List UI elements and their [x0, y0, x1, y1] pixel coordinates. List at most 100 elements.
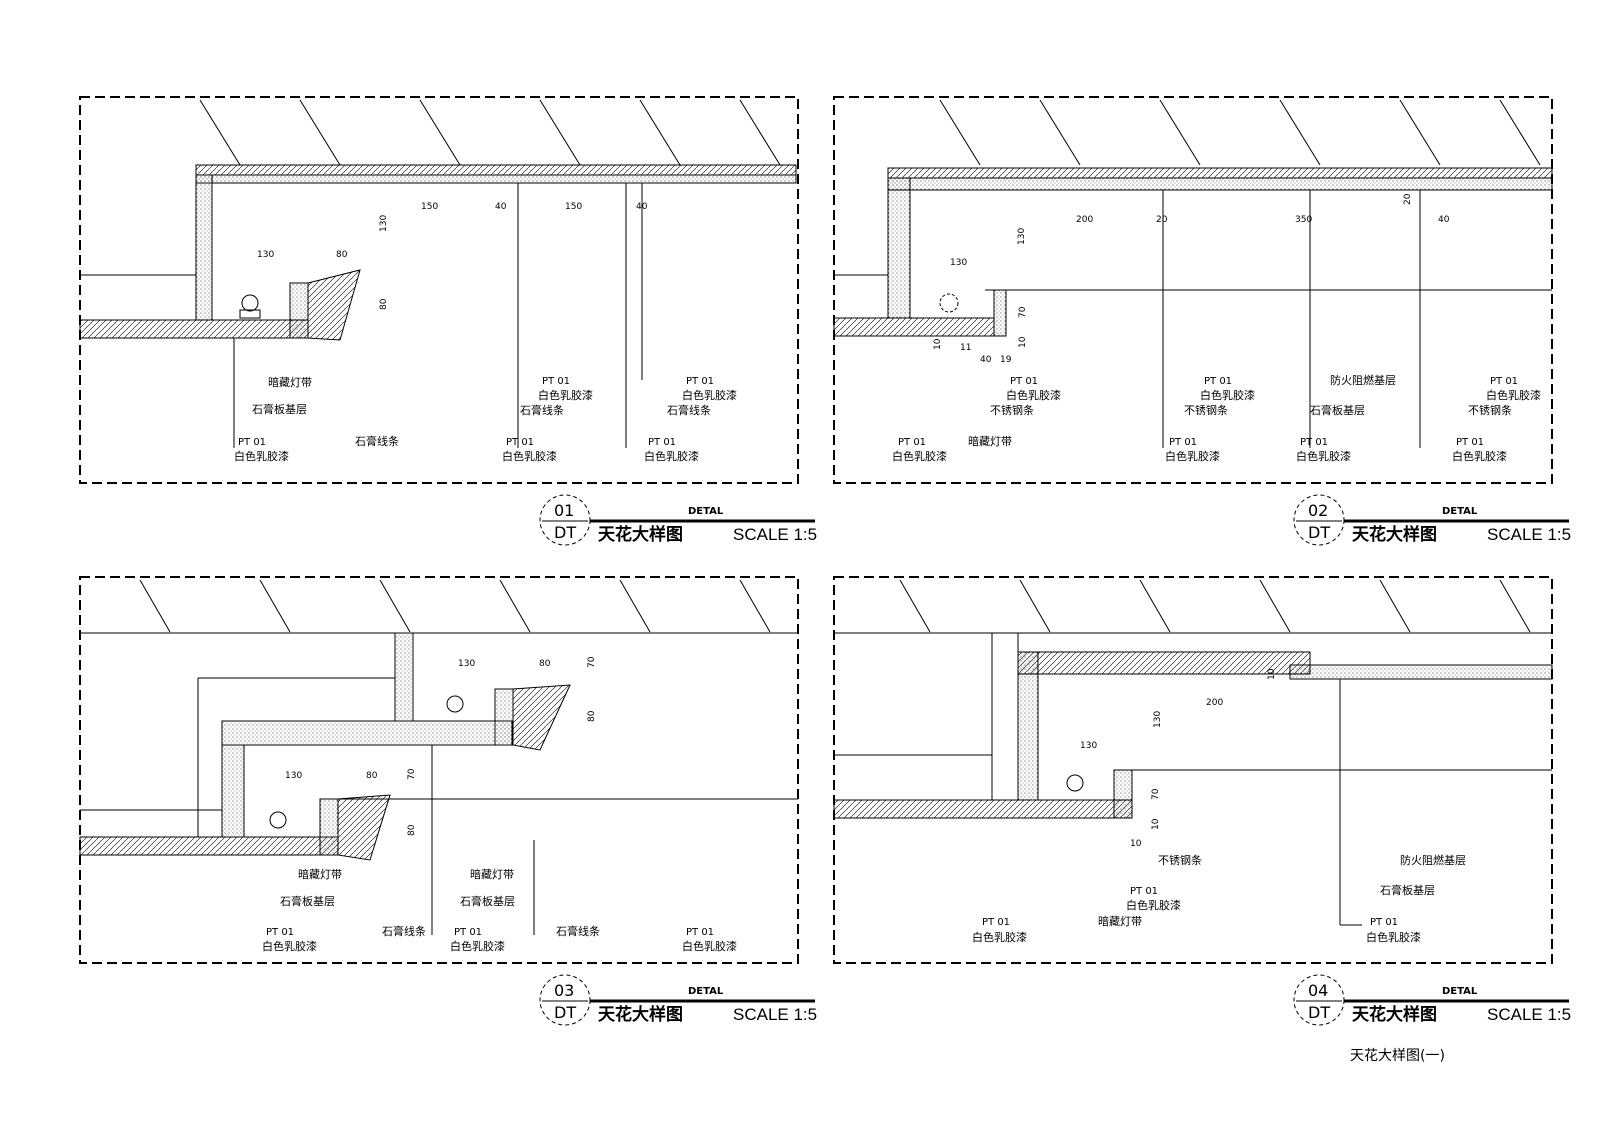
panel-03-lower-cornice — [319, 798, 339, 856]
note-text: 石膏板基层 — [460, 894, 515, 908]
panel-03-slab-hatch — [139, 579, 771, 633]
detail-number: 03 — [554, 981, 574, 1000]
dim: 200 — [1206, 698, 1223, 708]
note-text: 石膏线条 — [520, 403, 564, 417]
note-text: 暗藏灯带 — [298, 867, 342, 881]
panel-03-title-block: 03 DT DETAL 天花大样图 SCALE 1:5 — [539, 974, 817, 1026]
panel-03-upper-moulding — [512, 684, 571, 751]
dim: 40 — [980, 355, 992, 365]
note-text: 防火阻燃基层 — [1330, 373, 1396, 387]
dim: 10 — [1151, 818, 1161, 830]
note-text: 白色乳胶漆 — [892, 449, 947, 463]
panel-04-ceiling-board — [1289, 664, 1553, 680]
sheet-code: DT — [1308, 1003, 1330, 1022]
material-tag: PT 01 — [1300, 437, 1328, 448]
dim: 70 — [587, 656, 597, 668]
dim: 80 — [587, 710, 597, 722]
dim: 20 — [1403, 193, 1413, 205]
material-tag: PT 01 — [542, 376, 570, 387]
sheet-caption: 天花大样图(一) — [1350, 1048, 1445, 1064]
dim: 10 — [1018, 336, 1028, 348]
note-text: 暗藏灯带 — [1098, 914, 1142, 928]
panel-02-upstand — [993, 289, 1007, 337]
note-text: 白色乳胶漆 — [972, 930, 1027, 944]
drawing-title: 天花大样图 — [598, 524, 683, 545]
note-text: 白色乳胶漆 — [1165, 449, 1220, 463]
dim: 70 — [1151, 788, 1161, 800]
detail-number: 02 — [1308, 501, 1328, 520]
panel-04: 200 130 130 70 10 10 10 PT 01 白色乳胶漆 暗藏灯带… — [833, 576, 1571, 1064]
panel-02: 200 20 350 20 40 130 130 70 10 10 11 40 … — [833, 96, 1571, 546]
panel-02-title-block: 02 DT DETAL 天花大样图 SCALE 1:5 — [1293, 494, 1571, 546]
dim: 80 — [407, 824, 417, 836]
material-tag: PT 01 — [1456, 437, 1484, 448]
panel-03-lower-ceiling — [79, 836, 339, 856]
panel-01-light-fixture — [241, 294, 259, 312]
dim: 130 — [285, 771, 302, 781]
scale-label: SCALE 1:5 — [733, 525, 817, 544]
dim: 350 — [1295, 215, 1312, 225]
note-text: 石膏板基层 — [1310, 403, 1365, 417]
note-text: 白色乳胶漆 — [1126, 898, 1181, 912]
panel-01-ceiling-board — [195, 174, 797, 184]
scale-label: SCALE 1:5 — [1487, 1005, 1571, 1024]
dim: 80 — [379, 298, 389, 310]
sheet-code: DT — [554, 523, 576, 542]
note-text: 白色乳胶漆 — [234, 449, 289, 463]
panel-01-cornice — [289, 282, 309, 339]
note-text: 白色乳胶漆 — [538, 388, 593, 402]
panel-04-drop-wall — [1017, 651, 1039, 801]
note-text: 石膏板基层 — [1380, 883, 1435, 897]
panel-01-plaster-moulding — [307, 269, 361, 341]
panel-04-column — [991, 632, 1019, 801]
panel-03: 130 80 70 80 130 80 70 80 暗藏灯带 石膏板基层 PT … — [79, 576, 817, 1026]
material-tag: PT 01 — [238, 437, 266, 448]
panel-02-slab-underside — [887, 167, 1553, 179]
dim: 130 — [1153, 711, 1163, 728]
material-tag: PT 01 — [1204, 376, 1232, 387]
panel-03-lower-light — [269, 811, 287, 829]
note-text: 不锈钢条 — [1468, 403, 1512, 417]
panel-04-frame — [833, 576, 1553, 964]
panel-02-light-fixture — [939, 293, 959, 313]
material-tag: PT 01 — [1490, 376, 1518, 387]
dim: 130 — [257, 250, 274, 260]
dim: 40 — [1438, 215, 1450, 225]
detal-label: DETAL — [688, 986, 724, 997]
note-text: 石膏线条 — [667, 403, 711, 417]
note-text: 防火阻燃基层 — [1400, 853, 1466, 867]
note-text: 白色乳胶漆 — [450, 939, 505, 953]
detal-label: DETAL — [688, 506, 724, 517]
panel-04-light-fixture — [1066, 774, 1084, 792]
panel-03-mid-wall — [221, 744, 245, 838]
dim: 20 — [1156, 215, 1168, 225]
panel-04-upstand — [1113, 769, 1133, 819]
scale-label: SCALE 1:5 — [733, 1005, 817, 1024]
panel-03-frame — [79, 576, 799, 964]
dim: 150 — [421, 202, 438, 212]
panel-02-frame — [833, 96, 1553, 484]
panel-02-lower-ceiling — [833, 317, 995, 337]
note-text: 石膏板基层 — [252, 402, 307, 416]
drawing-title: 天花大样图 — [1352, 1004, 1437, 1025]
panel-01-slab-underside — [195, 164, 797, 176]
material-tag: PT 01 — [1370, 917, 1398, 928]
panel-03-upper-wall — [394, 632, 414, 722]
detail-number: 04 — [1308, 981, 1328, 1000]
note-text: 白色乳胶漆 — [1296, 449, 1351, 463]
panel-01-lower-ceiling — [79, 319, 309, 339]
panel-03-upper-light — [446, 695, 464, 713]
panel-01-slab-hatch — [199, 99, 781, 166]
note-text: 白色乳胶漆 — [682, 388, 737, 402]
note-text: 石膏线条 — [382, 924, 426, 938]
note-text: 石膏板基层 — [280, 894, 335, 908]
note-text: 白色乳胶漆 — [1200, 388, 1255, 402]
dim: 10 — [1267, 668, 1277, 680]
dim: 130 — [458, 659, 475, 669]
detal-label: DETAL — [1442, 986, 1478, 997]
note-text: 暗藏灯带 — [470, 867, 514, 881]
dim: 130 — [379, 215, 389, 232]
sheet-code: DT — [1308, 523, 1330, 542]
note-text: 不锈钢条 — [1158, 853, 1202, 867]
panel-04-lower-ceiling — [833, 799, 1133, 819]
